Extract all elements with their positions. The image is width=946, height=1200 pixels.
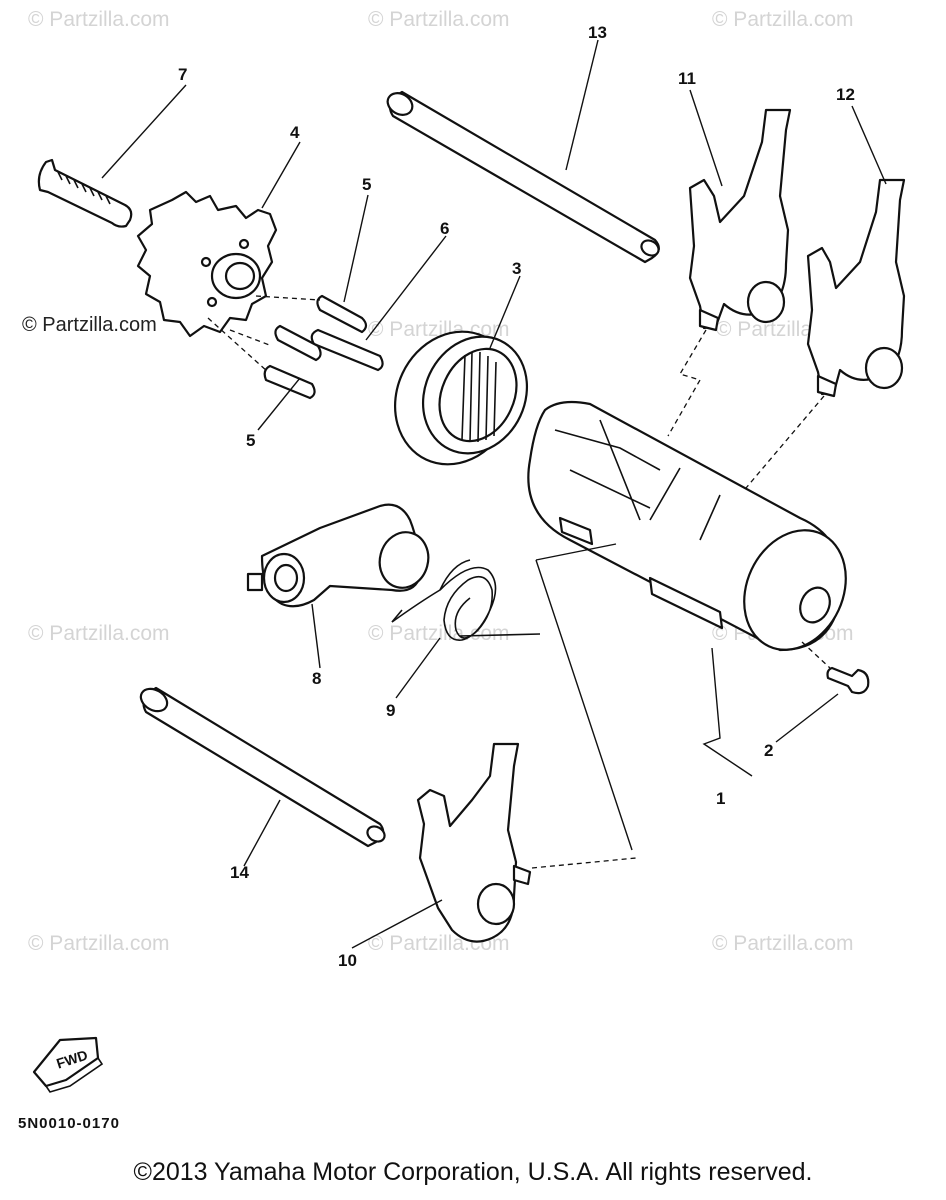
watermark: © Partzilla.com [712,8,854,31]
segment-bolt[interactable] [37,158,133,228]
watermark: © Partzilla.com [28,8,170,31]
callout-5-lower: 5 [246,431,255,450]
watermark-side: © Partzilla.com [22,314,157,336]
shift-lever[interactable] [246,503,434,608]
shift-fork-11[interactable] [688,108,792,332]
shift-fork-shaft-upper[interactable] [384,89,662,264]
watermark: © Partzilla.com [28,622,170,645]
callout-8: 8 [312,669,321,688]
long-pin[interactable] [274,324,384,372]
callout-11: 11 [678,69,696,88]
shift-fork-12[interactable] [806,178,906,398]
watermark: © Partzilla.com [368,622,510,645]
watermark: © Partzilla.com [28,932,170,955]
shift-drum-segment[interactable] [136,190,278,338]
torsion-spring[interactable] [391,559,541,641]
watermark: © Partzilla.com [368,8,510,31]
callout-9: 9 [386,701,395,720]
callout-1: 1 [716,789,725,808]
needle-bearing[interactable] [374,312,546,484]
copyright-notice: ©2013 Yamaha Motor Corporation, U.S.A. A… [133,1158,813,1186]
callout-4: 4 [290,123,300,142]
callout-12: 12 [836,85,855,104]
drum-screw[interactable] [826,666,870,695]
shift-drum[interactable] [527,400,864,666]
diagram-code: 5N0010-0170 [18,1115,120,1132]
callout-6: 6 [440,219,449,238]
callout-2: 2 [764,741,773,760]
callout-13: 13 [588,23,607,42]
dowel-pin-lower[interactable] [263,364,316,400]
fwd-arrow-icon: FWD [32,1036,104,1093]
shift-fork-10[interactable] [416,742,532,943]
callout-10: 10 [338,951,357,970]
shift-fork-shaft-lower[interactable] [137,684,387,848]
callout-3: 3 [512,259,521,278]
leader-lines [101,39,887,949]
callout-14: 14 [230,863,249,882]
callout-7: 7 [178,65,187,84]
dowel-pin-upper[interactable] [316,294,368,334]
callout-5-upper: 5 [362,175,371,194]
watermark: © Partzilla.com [712,932,854,955]
